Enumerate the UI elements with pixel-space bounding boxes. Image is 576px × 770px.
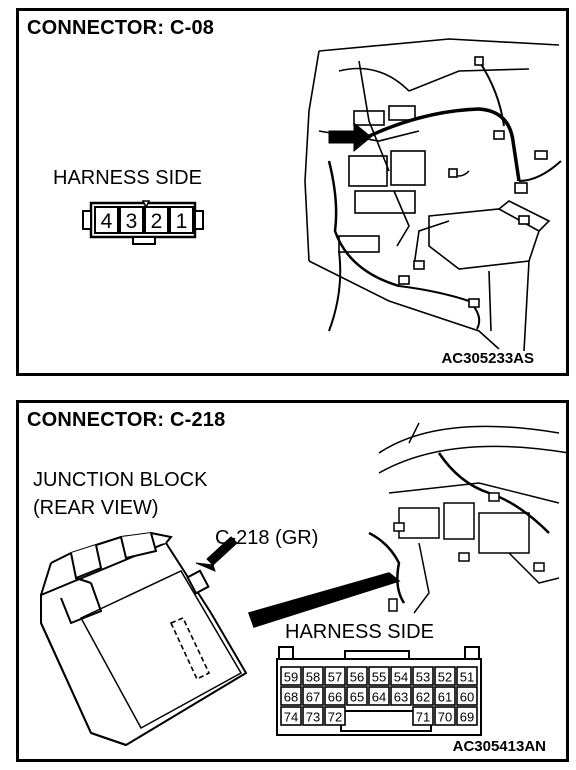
c218-pin-63: 63 — [394, 690, 408, 705]
c218-pin-53: 53 — [416, 670, 430, 685]
c218-pin-57: 57 — [328, 670, 342, 685]
c218-pin-cell — [280, 706, 302, 726]
c08-pin-3: 3 — [126, 210, 138, 233]
c218-callout-label: C-218 (GR) — [215, 527, 319, 549]
c218-pin-cell — [324, 666, 346, 686]
c218-pin-cell — [412, 666, 434, 686]
c218-pin-cell — [456, 686, 478, 706]
c218-pin-cell — [302, 686, 324, 706]
c218-pin-cell — [368, 666, 390, 686]
c218-pin-62: 62 — [416, 690, 430, 705]
c218-pin-cell — [434, 686, 456, 706]
c218-pin-cell — [324, 686, 346, 706]
c218-pin-61: 61 — [438, 690, 452, 705]
c08-connector-face: 4 3 2 1 — [82, 200, 204, 245]
c218-pin-cell — [456, 706, 478, 726]
c218-pin-cell — [280, 686, 302, 706]
c218-pin-58: 58 — [306, 670, 320, 685]
c218-pin-cell — [346, 666, 368, 686]
c218-pin-cell — [412, 706, 434, 726]
c218-pin-74: 74 — [284, 710, 298, 725]
c218-pin-67: 67 — [306, 690, 320, 705]
c218-pin-56: 56 — [350, 670, 364, 685]
c08-harness-side-label: HARNESS SIDE — [53, 167, 202, 189]
c08-pin-4: 4 — [101, 210, 113, 233]
c218-pin-cell — [390, 666, 412, 686]
c218-pin-64: 64 — [372, 690, 386, 705]
connector-c218-panel: CONNECTOR: C-218 JUNCTION BLOCK (REAR VI… — [16, 400, 570, 762]
c218-figure-code: AC305413AN — [452, 738, 546, 755]
c218-pin-72: 72 — [328, 710, 342, 725]
c218-pin-cell — [434, 706, 456, 726]
dashboard-harness-illustration — [304, 38, 562, 352]
c218-pin-54: 54 — [394, 670, 408, 685]
c218-pin-cell — [280, 666, 302, 686]
c218-pin-grid: 59 58 57 56 55 54 53 52 51 68 67 66 65 64 63 62 61 60 74 73… — [280, 666, 478, 726]
c218-pin-cell — [412, 686, 434, 706]
c218-pin-70: 70 — [438, 710, 452, 725]
c218-pin-52: 52 — [438, 670, 452, 685]
dashboard-junction-illustration — [248, 422, 570, 628]
c08-figure-code: AC305233AS — [441, 350, 534, 367]
c218-pin-68: 68 — [284, 690, 298, 705]
c218-pin-cell — [368, 686, 390, 706]
connector-c08-panel: CONNECTOR: C-08 HARNESS SIDE 4 3 2 1 — [16, 8, 569, 376]
c08-pin-1: 1 — [176, 210, 188, 233]
junction-rear-view-label: (REAR VIEW) — [33, 497, 159, 519]
connector-c08-title: CONNECTOR: C-08 — [27, 17, 215, 39]
junction-block-label: JUNCTION BLOCK — [33, 469, 208, 491]
c218-harness-side-label: HARNESS SIDE — [285, 621, 434, 643]
c218-pin-cell — [302, 666, 324, 686]
c218-pin-69: 69 — [460, 710, 474, 725]
c218-pin-65: 65 — [350, 690, 364, 705]
c218-pin-cell — [324, 706, 346, 726]
c218-pin-59: 59 — [284, 670, 298, 685]
c218-pin-51: 51 — [460, 670, 474, 685]
c218-pin-cell — [456, 666, 478, 686]
c218-pin-cell — [346, 686, 368, 706]
c218-pin-cell — [434, 666, 456, 686]
connector-c218-title: CONNECTOR: C-218 — [27, 409, 226, 431]
c218-pin-71: 71 — [416, 710, 430, 725]
junction-block-illustration — [40, 531, 248, 747]
c218-pin-66: 66 — [328, 690, 342, 705]
c218-pin-cell — [302, 706, 324, 726]
c08-pin-2: 2 — [151, 210, 163, 233]
c218-pin-cell — [390, 686, 412, 706]
c218-pin-55: 55 — [372, 670, 386, 685]
c218-pin-60: 60 — [460, 690, 474, 705]
c218-connector-face: 59 58 57 56 55 54 53 52 51 68 67 66 65 64 63 62 61 60 74 73… — [276, 646, 482, 736]
c218-pin-73: 73 — [306, 710, 320, 725]
